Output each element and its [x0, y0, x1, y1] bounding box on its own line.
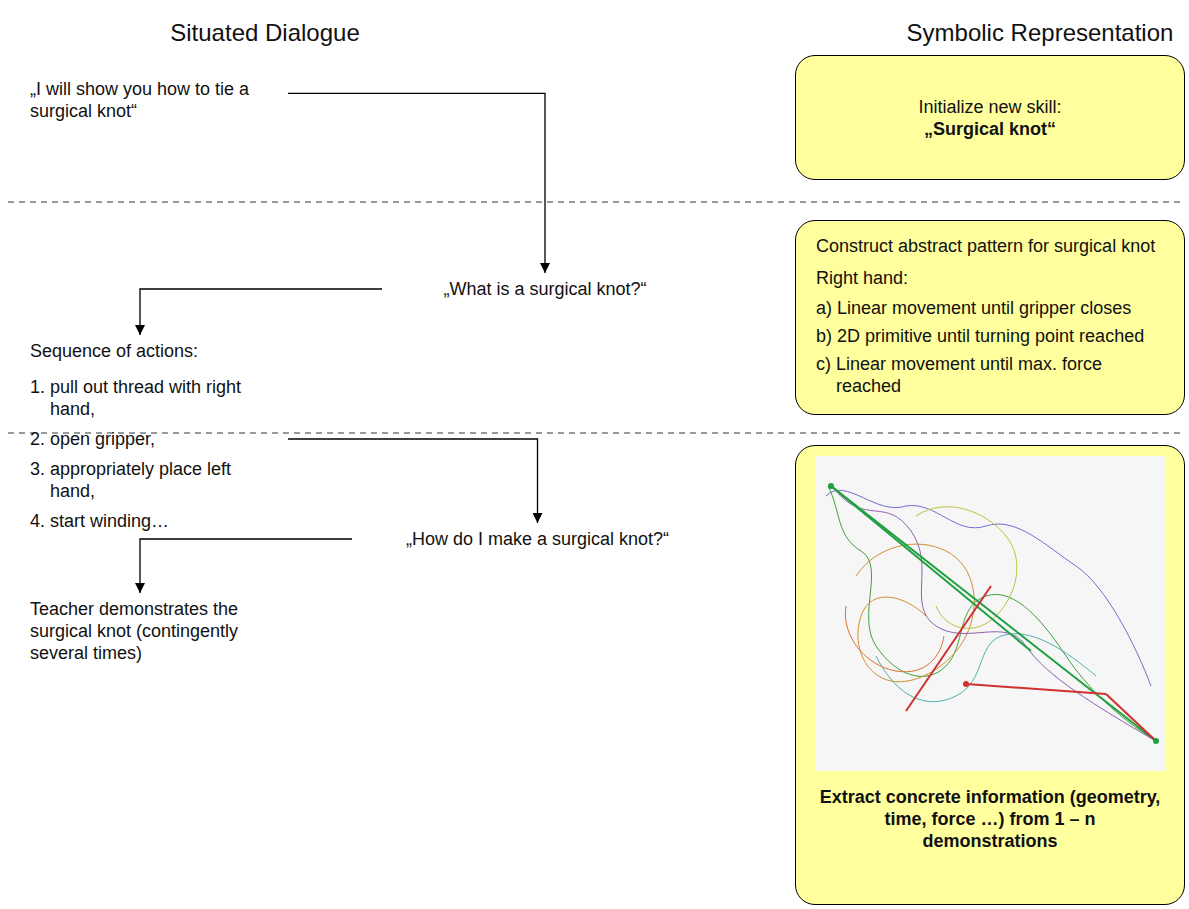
fit-line	[966, 684, 1106, 694]
fit-line	[1106, 694, 1156, 741]
symbolic-box: Extract concrete information (geometry, …	[795, 445, 1185, 905]
fit-line	[831, 486, 1156, 741]
node-text: Teacher demonstrates the surgical knot (…	[30, 598, 280, 664]
dialogue-utterance: „I will show you how to tie a surgical k…	[30, 78, 280, 122]
symbolic-box: Initialize new skill:„Surgical knot“	[795, 55, 1185, 180]
node-text: Construct abstract pattern for surgical …	[816, 235, 1164, 257]
trajectory-plot	[816, 456, 1166, 771]
dialogue-arrow	[140, 539, 352, 593]
dashed-separator	[8, 202, 1185, 203]
node-text-line: c) Linear movement until max. force reac…	[816, 353, 1164, 397]
node-text: „What is a surgical knot?“	[390, 278, 700, 300]
trajectories	[826, 486, 1156, 741]
dialogue-action-list: Sequence of actions: 1. pull out thread w…	[30, 340, 280, 532]
node-text-line: Right hand:	[816, 267, 1164, 289]
column-heading: Symbolic Representation	[820, 18, 1189, 48]
node-text: Sequence of actions:	[30, 340, 280, 362]
node-text-line: a) Linear movement until gripper closes	[816, 297, 1164, 319]
node-text-line: 4. start winding…	[30, 510, 280, 532]
dialogue-question: „How do I make a surgical knot?“	[360, 528, 715, 550]
dialogue-utterance: Teacher demonstrates the surgical knot (…	[30, 598, 280, 664]
node-text: „How do I make a surgical knot?“	[360, 528, 715, 550]
fit-line	[906, 586, 991, 711]
node-text: „I will show you how to tie a surgical k…	[30, 78, 280, 122]
dashed-separator	[8, 433, 1185, 434]
node-text: Extract concrete information (geometry, …	[816, 786, 1164, 852]
node-text-line: 2. open gripper,	[30, 428, 280, 450]
fit-line	[831, 486, 1031, 651]
node-text-line: „Surgical knot“	[816, 118, 1164, 140]
dialogue-arrow	[288, 93, 545, 273]
node-text-line: 3. appropriately place left hand,	[30, 458, 280, 502]
dialogue-arrow	[288, 439, 538, 523]
symbolic-box: Construct abstract pattern for surgical …	[795, 220, 1185, 415]
node-text-line: b) 2D primitive until turning point reac…	[816, 325, 1164, 347]
dialogue-question: „What is a surgical knot?“	[390, 278, 700, 300]
plot-ground	[816, 456, 1166, 771]
node-text: Initialize new skill:	[816, 96, 1164, 118]
dialogue-arrow	[140, 289, 382, 335]
column-heading: Situated Dialogue	[45, 18, 485, 48]
node-text-line: 1. pull out thread with right hand,	[30, 376, 280, 420]
